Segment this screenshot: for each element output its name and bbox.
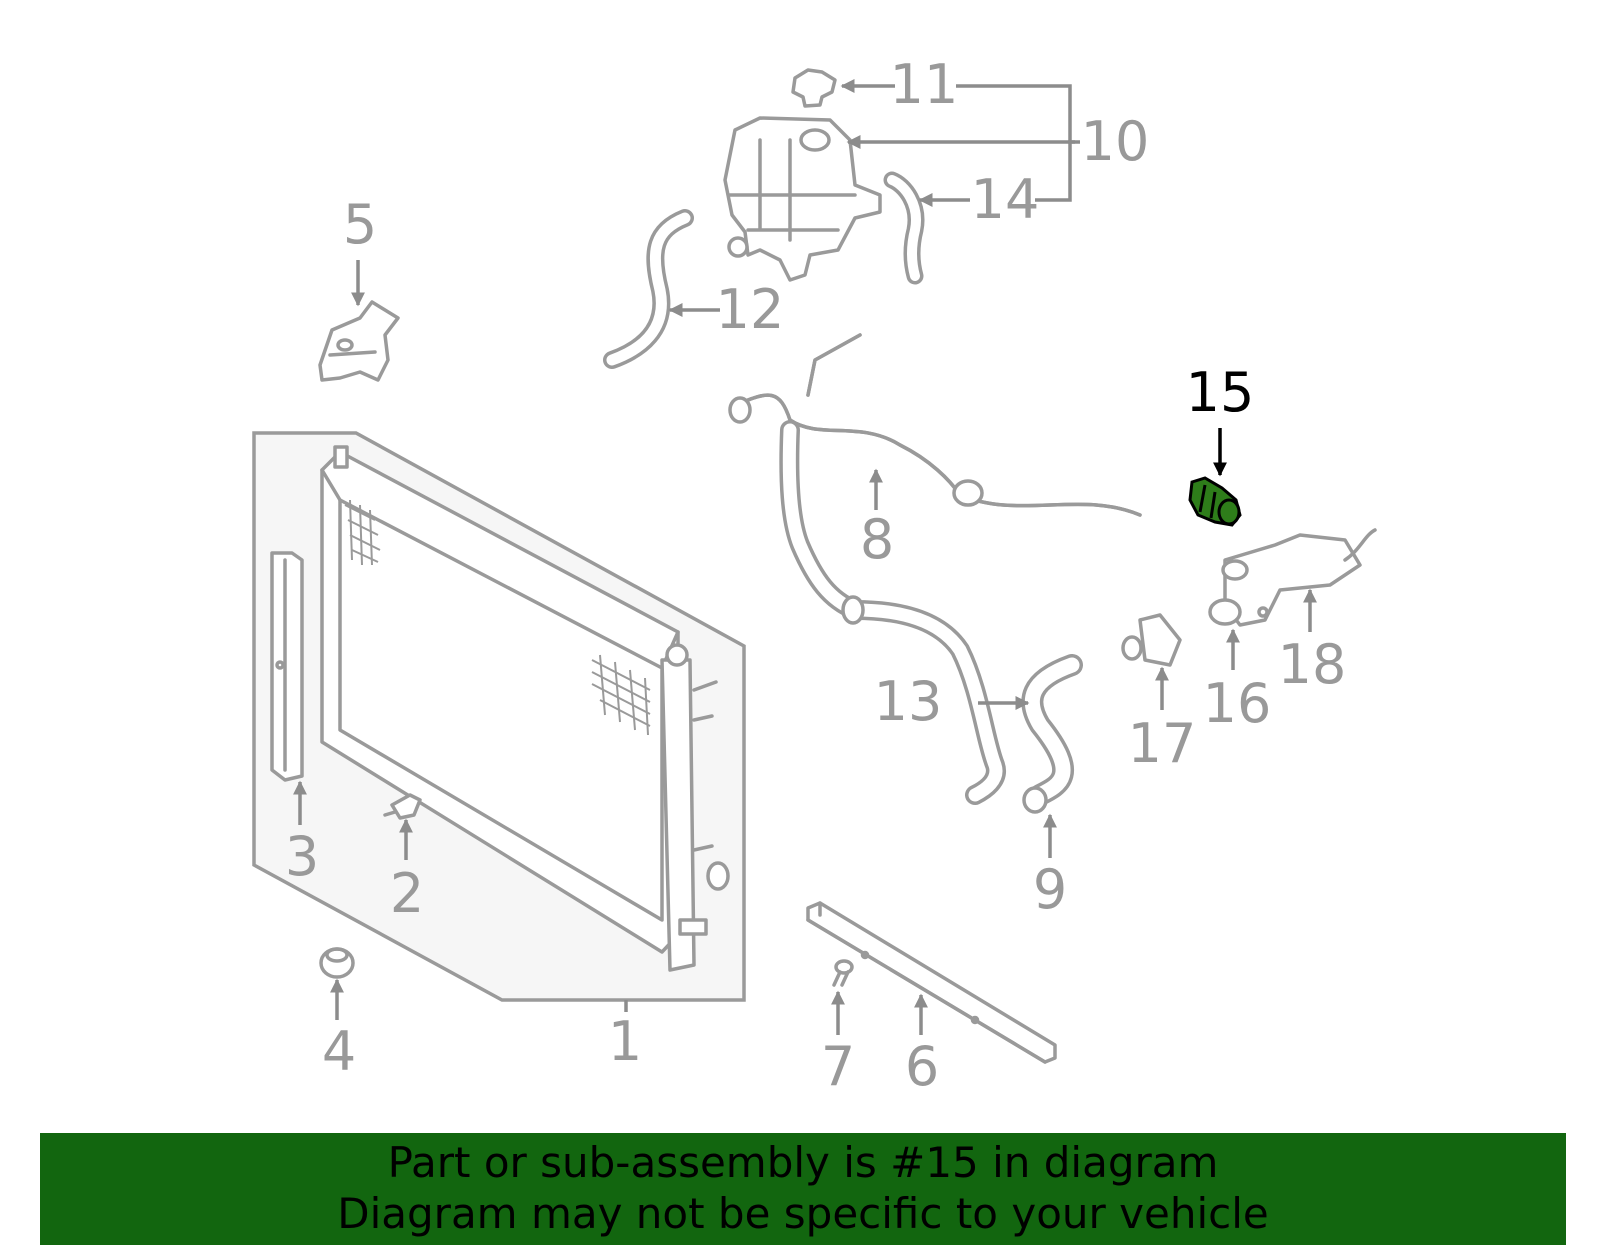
callout-17: 17 (1128, 712, 1197, 775)
banner-line-1: Part or sub-assembly is #15 in diagram (387, 1138, 1219, 1187)
part-15-highlighted[interactable] (1188, 476, 1242, 527)
part-13-lower-hose[interactable] (779, 420, 1006, 805)
callout-16: 16 (1203, 672, 1272, 735)
callout-9: 9 (1033, 858, 1067, 921)
info-banner: Part or sub-assembly is #15 in diagram D… (40, 1133, 1566, 1245)
callout-4: 4 (322, 1020, 356, 1083)
part-7-bolt[interactable] (832, 959, 854, 987)
part-14-hose[interactable] (883, 171, 925, 285)
radiator-assembly[interactable] (252, 431, 746, 1002)
leader-lines (293, 79, 1317, 1035)
callout-7: 7 (821, 1035, 855, 1098)
part-17-cover[interactable] (1121, 613, 1182, 667)
part-2-clip[interactable] (383, 793, 422, 820)
part-9-hose[interactable] (1021, 654, 1083, 814)
part-4-bushing[interactable] (319, 947, 355, 979)
part-8-upper-hose[interactable] (728, 333, 1142, 517)
callout-14: 14 (971, 168, 1040, 231)
callout-11: 11 (890, 53, 959, 116)
part-11-cap[interactable] (791, 68, 837, 108)
part-3-bracket[interactable] (270, 551, 304, 782)
callout-12: 12 (716, 278, 785, 341)
callout-6: 6 (905, 1035, 939, 1098)
part-16-18-water-outlet[interactable] (1208, 528, 1377, 627)
callout-1: 1 (608, 1010, 642, 1073)
callout-13: 13 (874, 670, 943, 733)
parts-diagram: 1 2 3 4 5 6 7 8 9 10 11 12 13 14 15 16 1… (252, 53, 1377, 1098)
callout-3: 3 (285, 825, 319, 888)
callout-18: 18 (1278, 633, 1347, 696)
callout-10: 10 (1081, 110, 1150, 173)
part-5-bracket[interactable] (318, 300, 400, 382)
callout-2: 2 (390, 862, 424, 925)
callout-5: 5 (343, 193, 377, 256)
callout-8: 8 (860, 508, 894, 571)
banner-line-2: Diagram may not be specific to your vehi… (337, 1189, 1269, 1238)
callout-15: 15 (1186, 361, 1255, 424)
part-12-overflow-hose[interactable] (603, 209, 694, 369)
callout-labels: 1 2 3 4 5 6 7 8 9 10 11 12 13 14 15 16 1… (285, 53, 1347, 1098)
part-6-support-rail[interactable] (806, 901, 1057, 1064)
